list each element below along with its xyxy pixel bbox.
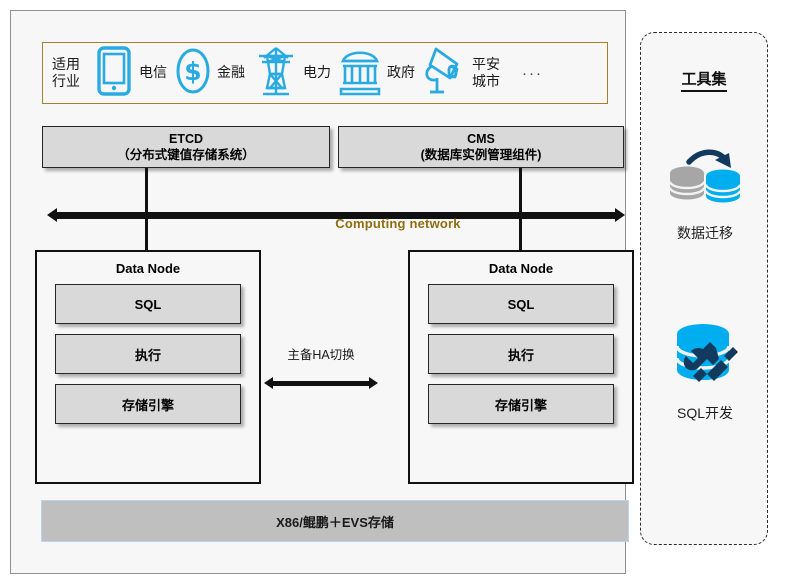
computing-network-label: Computing network [335, 216, 461, 231]
data-node-right-layer-executor: 执行 [428, 334, 614, 374]
etcd-title: ETCD [168, 131, 204, 146]
power-tower-icon [253, 44, 299, 103]
toolset-title-text: 工具集 [681, 71, 727, 92]
infrastructure-label: X86/鲲鹏＋EVS存储 [276, 514, 394, 530]
computing-network-arrow [47, 208, 625, 222]
arrow-head-right-icon [615, 208, 625, 222]
cms-title: CMS [467, 131, 495, 146]
toolset-item-sql-development[interactable]: SQL开发 [641, 321, 769, 423]
data-node-right-title: Data Node [488, 261, 554, 276]
industry-label-government: 政府 [387, 64, 415, 81]
government-building-icon [337, 45, 383, 102]
sql-development-icon [641, 321, 769, 393]
cms-subtitle: (数据库实例管理组件) [420, 148, 542, 162]
industry-item-finance: $ 金融 [173, 45, 245, 102]
industry-item-power: 电力 [253, 44, 331, 103]
etcd-subtitle: （分布式键值存储系统） [117, 148, 255, 162]
ha-switch-arrow [264, 377, 378, 389]
industry-label-power: 电力 [303, 64, 331, 81]
industry-label-safe-city: 平安 城市 [472, 55, 500, 89]
industry-item-telecom: 电信 [94, 45, 167, 102]
connector-line-cms [519, 168, 522, 254]
toolset-title: 工具集 [641, 68, 767, 92]
toolset-panel: 工具集 [640, 32, 768, 545]
data-node-left: Data Node SQL 执行 存储引擎 [35, 250, 261, 484]
toolset-label-data-migration: 数据迁移 [677, 225, 733, 241]
data-node-right-layer-storage-engine: 存储引擎 [428, 384, 614, 424]
mobile-phone-icon [94, 45, 134, 102]
data-node-left-layer-storage-engine: 存储引擎 [55, 384, 241, 424]
industry-more-ellipsis: ··· [522, 64, 543, 82]
data-node-left-title: Data Node [115, 261, 181, 276]
data-node-right-layer-sql: SQL [428, 284, 614, 324]
dollar-coin-icon: $ [173, 45, 213, 102]
ha-arrow-head-right-icon [369, 377, 378, 389]
industry-item-safe-city: 平安 城市 [419, 44, 500, 103]
applicable-industries-panel: 适用 行业 电信 $ 金融 [42, 42, 608, 104]
data-node-right: Data Node SQL 执行 存储引擎 [408, 250, 634, 484]
industry-label-telecom: 电信 [139, 64, 167, 81]
toolset-item-data-migration[interactable]: 数据迁移 [641, 141, 769, 243]
ha-switch-label: 主备HA切换 [287, 348, 355, 362]
infrastructure-bar: X86/鲲鹏＋EVS存储 [41, 500, 629, 542]
ha-arrow-head-left-icon [264, 377, 273, 389]
data-migration-icon [641, 141, 769, 213]
svg-text:$: $ [184, 57, 201, 86]
etcd-box: ETCD （分布式键值存储系统） [42, 126, 330, 168]
arrow-head-left-icon [47, 208, 57, 222]
connector-line-etcd [145, 168, 148, 254]
applicable-industries-label: 适用 行业 [52, 55, 80, 89]
industry-label-finance: 金融 [217, 64, 245, 81]
data-node-left-layer-sql: SQL [55, 284, 241, 324]
arrow-shaft [56, 212, 616, 219]
industry-item-government: 政府 [337, 45, 415, 102]
data-node-left-layer-executor: 执行 [55, 334, 241, 374]
cms-box: CMS (数据库实例管理组件) [338, 126, 624, 168]
toolset-label-sql-development: SQL开发 [676, 405, 733, 421]
security-camera-icon [419, 44, 467, 103]
ha-arrow-shaft [272, 381, 370, 386]
